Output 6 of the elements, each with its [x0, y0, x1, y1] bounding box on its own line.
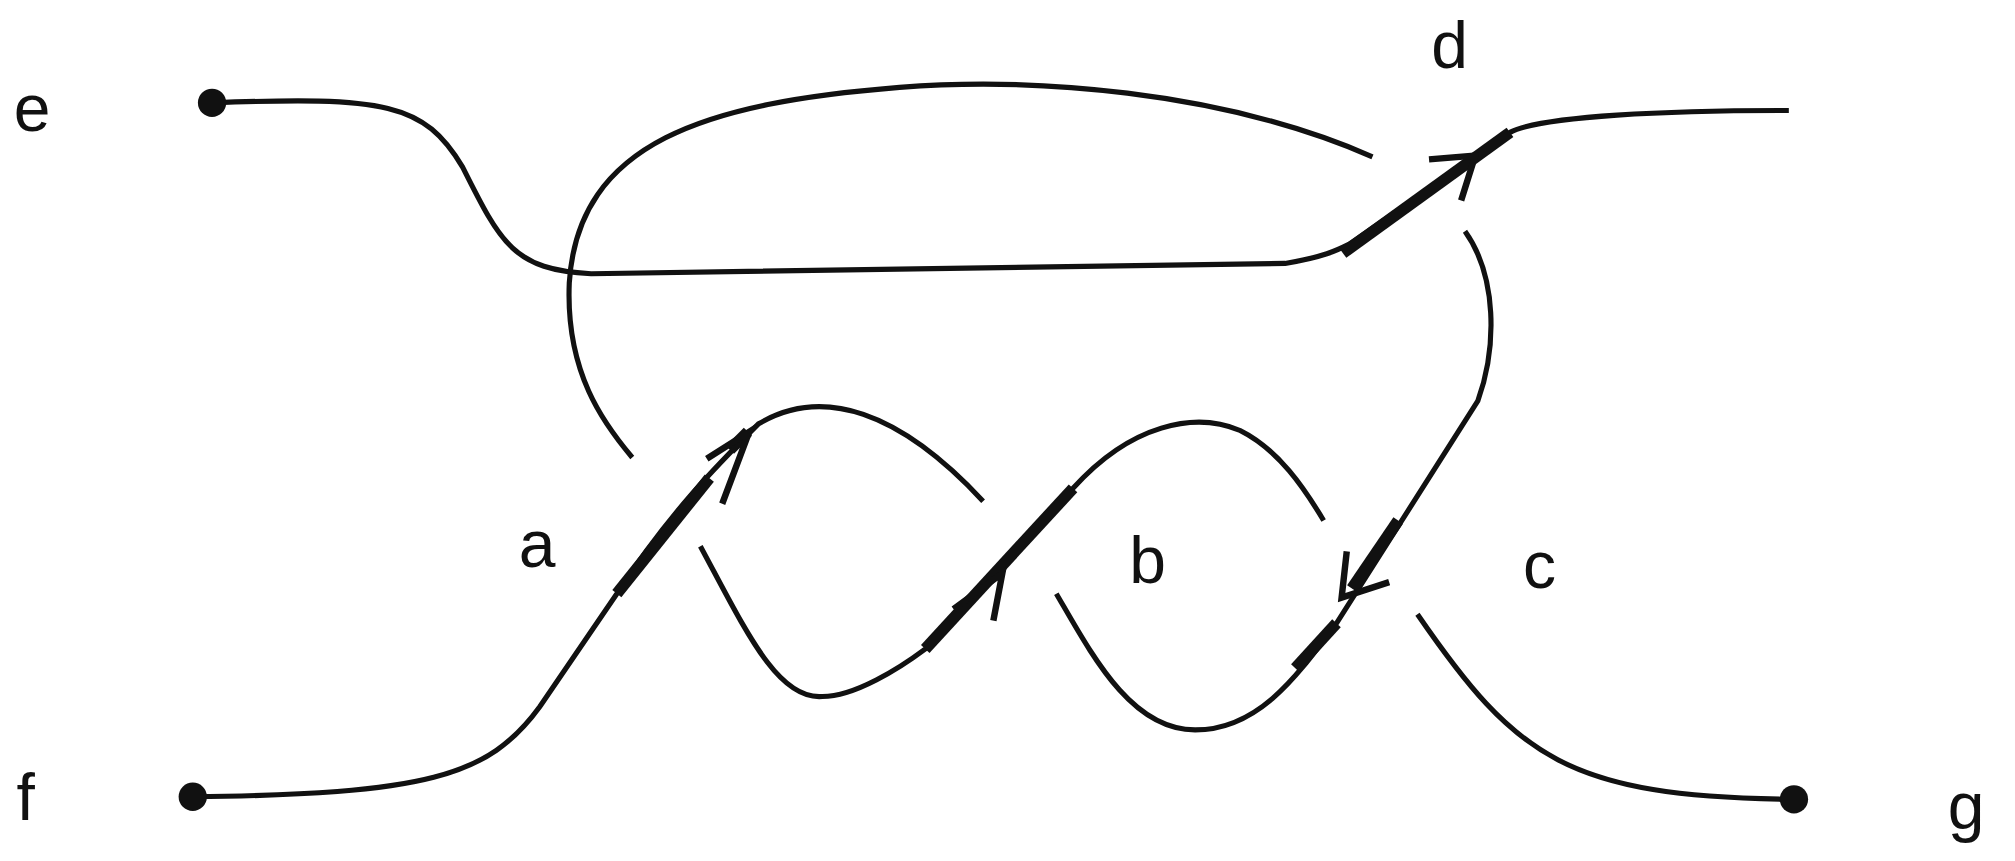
endpoint-label: f [16, 763, 35, 830]
crossing-label: c [1523, 532, 1556, 599]
crossing-label: b [1129, 527, 1166, 594]
crossing-label: a [518, 510, 556, 577]
crossing-label: d [1431, 11, 1468, 78]
endpoint-label: e [13, 74, 51, 141]
